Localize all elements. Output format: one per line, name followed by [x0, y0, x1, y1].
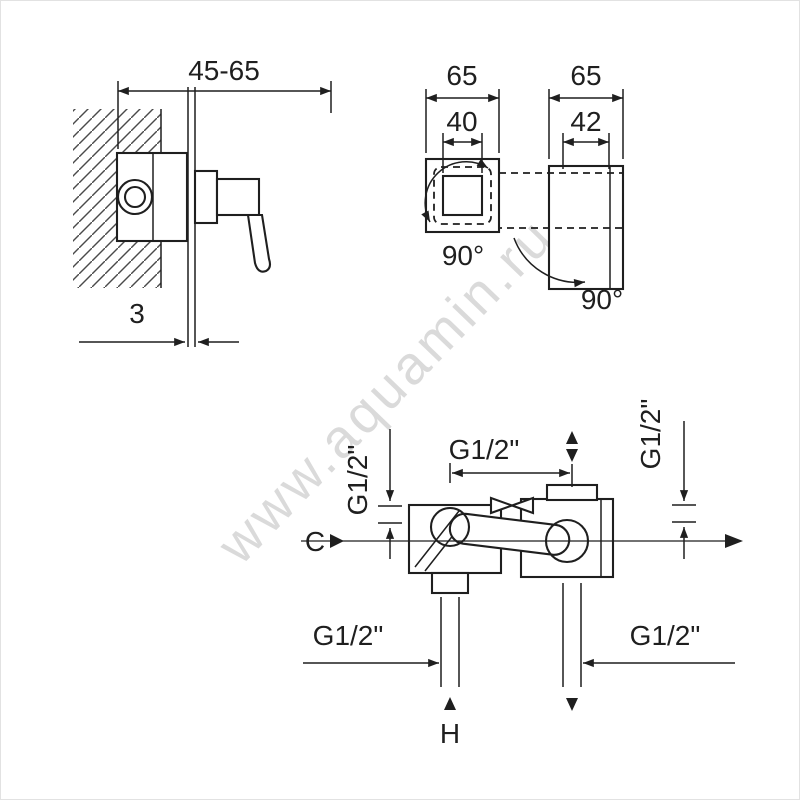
dim-thread-bottom-right: G1/2"	[562, 583, 735, 711]
dim-40-label: 40	[446, 106, 477, 137]
handle-side	[193, 169, 272, 273]
front-view: 65 40 65 42 90° 90°	[421, 60, 625, 315]
dim-installation-depth-label: 45-65	[188, 55, 260, 86]
flow-arrow-right-icon	[725, 534, 743, 548]
dim-thread-bottom-left: G1/2" H	[303, 597, 460, 749]
cartridge-outer-circle	[116, 178, 154, 216]
handle-body	[215, 177, 261, 217]
dim-65-right: 65	[548, 60, 624, 159]
top-port-up-arrow-icon	[566, 431, 578, 444]
left-body-bottom-port	[430, 571, 470, 595]
dim-plate-thickness-label: 3	[129, 298, 145, 329]
rotation-angle-left-label: 90°	[442, 240, 484, 271]
handle-left-front	[421, 157, 501, 234]
thread-left-label: G1/2"	[342, 445, 373, 516]
cold-flow-arrow-icon	[330, 534, 344, 548]
dim-65-left: 65	[425, 60, 500, 153]
left-valve-circle	[429, 506, 471, 548]
rotation-angle-right-label: 90°	[581, 284, 623, 315]
handle-left-outline	[424, 157, 501, 234]
handle-escutcheon	[193, 169, 219, 225]
bottom-outlet-arrow-icon	[566, 698, 578, 711]
dim-65-left-label: 65	[446, 60, 477, 91]
cartridge-inner-circle	[123, 185, 147, 209]
bracket-right-wing	[508, 496, 535, 515]
right-body-top-port	[545, 483, 599, 502]
rotation-arc-right	[513, 237, 586, 288]
dim-42-label: 42	[570, 106, 601, 137]
cold-flow-centerline: C	[301, 526, 743, 557]
top-port-down-arrow-icon	[566, 449, 578, 462]
bracket-left-wing	[489, 496, 516, 515]
dim-thread-top: G1/2"	[449, 431, 578, 487]
dim-42: 42	[562, 106, 610, 169]
handle-right-rotated-dashed	[498, 172, 624, 229]
thread-bottom-right-label: G1/2"	[630, 620, 701, 651]
dim-40: 40	[442, 106, 483, 173]
hot-inlet-arrow-icon	[444, 697, 456, 710]
mixer-body-side	[115, 151, 189, 243]
side-view: 45-65 3	[73, 55, 332, 347]
thread-right-label: G1/2"	[635, 399, 666, 470]
dim-installation-depth: 45-65	[117, 55, 332, 149]
dim-65-right-label: 65	[570, 60, 601, 91]
mixer-body-plan	[407, 483, 615, 595]
dim-thread-left: G1/2"	[342, 429, 402, 559]
thread-bottom-left-label: G1/2"	[313, 620, 384, 651]
handle-lever	[246, 213, 272, 273]
cold-inlet-label: C	[305, 526, 325, 557]
handle-right-front	[498, 164, 625, 291]
rotation-arc-left	[421, 158, 489, 223]
plan-view: C G1/2" G1/2" G1/2" G1/2"	[301, 399, 743, 749]
dim-plate-thickness: 3	[79, 298, 239, 347]
hot-inlet-label: H	[440, 718, 460, 749]
dim-thread-right: G1/2"	[635, 399, 696, 559]
thread-top-label: G1/2"	[449, 434, 520, 465]
